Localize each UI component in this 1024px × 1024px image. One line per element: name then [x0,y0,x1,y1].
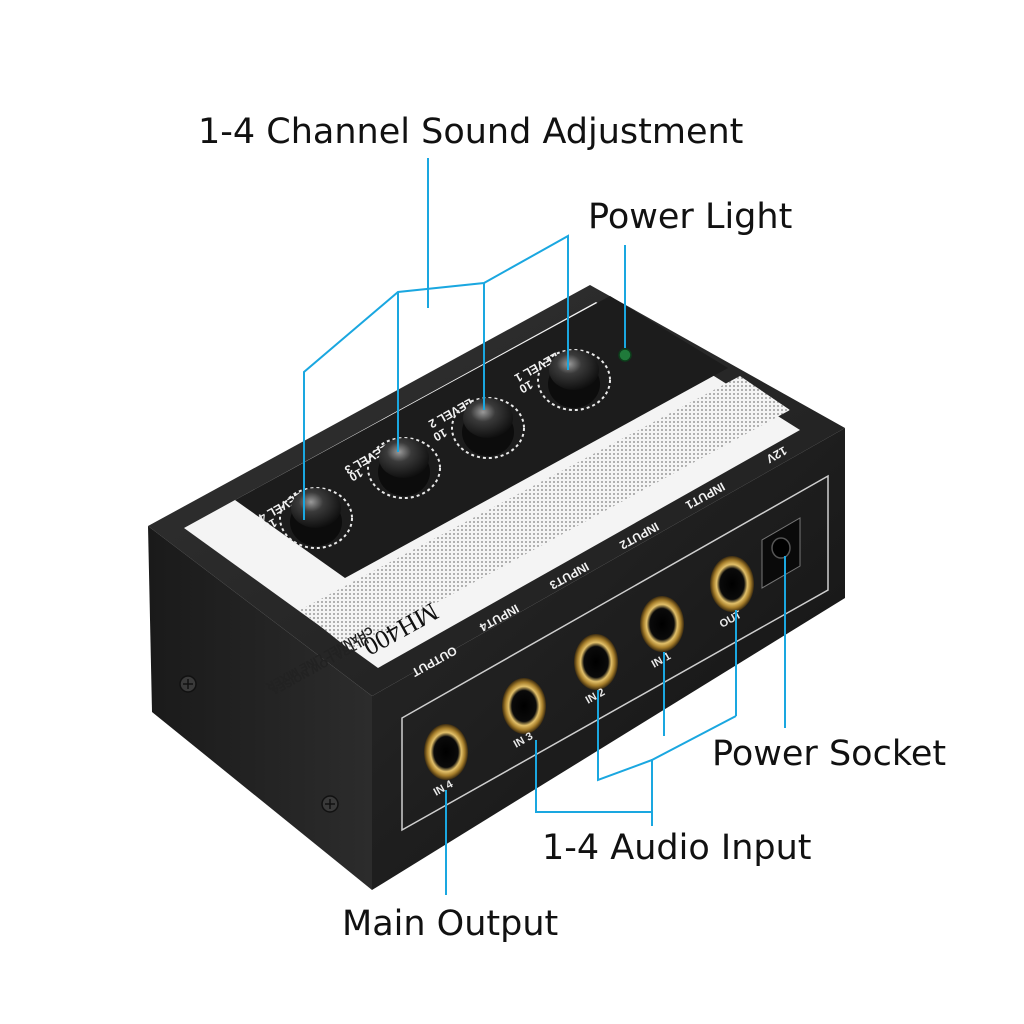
power-socket[interactable] [761,517,801,589]
knob-2-max: 10 [431,425,450,444]
front-panel-frame [401,474,829,832]
knob-1-max: 10 [517,377,536,396]
device-side [148,526,372,890]
power-led [618,348,632,362]
level-1-knob[interactable] [537,349,611,411]
level-3-knob[interactable] [367,437,441,499]
knob-4-max: 10 [261,515,280,534]
callout-main-output: Main Output [342,904,558,944]
knob-3-max: 10 [347,465,366,484]
level-2-knob[interactable] [451,397,525,459]
label-dot-pattern [300,376,790,650]
mixer-device: MH400 ULTRA LOW NOISE4 CHANNEL LINE MIXE… [148,285,845,890]
callout-power-socket: Power Socket [712,734,946,774]
callout-power-light: Power Light [588,197,792,237]
screw-lower [321,795,339,813]
jack-in4[interactable] [424,724,468,780]
level-4-knob[interactable] [279,487,353,549]
jack-in3[interactable] [502,678,546,734]
jack-in2[interactable] [574,634,618,690]
callout-channel-adjust: 1-4 Channel Sound Adjustment [198,112,743,152]
screw-upper [179,675,197,693]
callout-audio-input: 1-4 Audio Input [542,828,812,868]
jack-in1[interactable] [640,596,684,652]
jack-out[interactable] [710,556,754,612]
leader-lines [303,158,786,895]
